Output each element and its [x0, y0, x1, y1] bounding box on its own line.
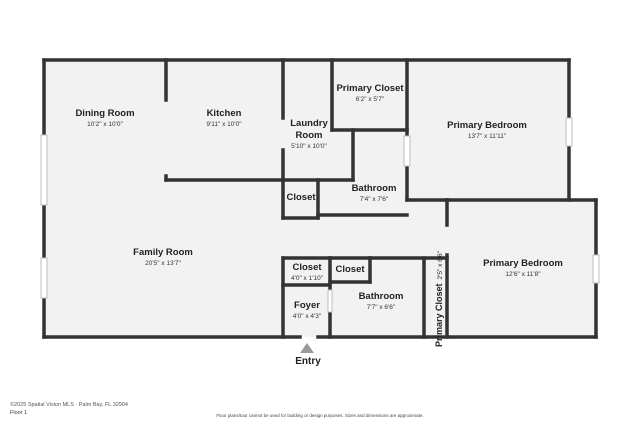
- room-name: Closet: [286, 192, 316, 203]
- room-name: Closet: [292, 262, 322, 273]
- room-dimensions: 20'5" x 13'7": [145, 260, 181, 267]
- floor-area: [44, 60, 596, 337]
- room-primary-bedroom-bottom: Primary Bedroom 12'6" x 11'8": [483, 258, 563, 279]
- walls: [42, 58, 598, 339]
- room-primary-closet-top: Primary Closet 6'2" x 5'7": [336, 83, 403, 104]
- room-primary-bedroom-top: Primary Bedroom 13'7" x 11'11": [447, 120, 527, 141]
- room-dimensions: 4'0" x 1'10": [290, 275, 324, 282]
- room-primary-closet-vertical: Primary Closet 2'5" x 6'6": [429, 249, 444, 349]
- room-laundry: Laundry Room 5'10" x 10'0": [290, 118, 327, 151]
- room-name: Family Room: [133, 247, 193, 258]
- entry-label: Entry: [295, 356, 321, 367]
- room-closet-small: Closet: [335, 264, 364, 276]
- room-name: Bathroom: [351, 183, 397, 194]
- room-dimensions: 6'2" x 5'7": [355, 96, 385, 103]
- room-name: Primary Bedroom: [483, 258, 563, 269]
- room-closet-entry: Closet 4'0" x 1'10": [291, 262, 323, 283]
- room-foyer: Foyer 4'0" x 4'3": [293, 300, 321, 321]
- room-kitchen: Kitchen 9'11" x 10'0": [206, 108, 241, 129]
- room-name: Kitchen: [206, 108, 242, 119]
- room-dimensions: 2'5" x 6'6": [437, 251, 444, 280]
- room-closet-mid: Closet: [286, 192, 315, 204]
- room-name: Foyer: [294, 300, 320, 311]
- room-name: Dining Room: [75, 108, 135, 119]
- room-bathroom-top: Bathroom 7'4" x 7'6": [352, 183, 397, 204]
- room-name-line1: Laundry: [290, 118, 328, 129]
- entry-arrow-icon: [300, 343, 314, 353]
- room-dimensions: 5'10" x 10'0": [291, 143, 327, 150]
- room-dimensions: 7'7" x 6'6": [366, 304, 396, 311]
- room-dimensions: 7'4" x 7'6": [359, 196, 389, 203]
- room-dining: Dining Room 10'2" x 10'0": [75, 108, 134, 129]
- room-dimensions: 10'2" x 10'0": [87, 121, 123, 128]
- room-dimensions: 9'11" x 10'0": [206, 121, 242, 128]
- room-name: Primary Closet: [434, 283, 444, 347]
- room-family: Family Room 20'5" x 13'7": [133, 247, 193, 268]
- room-dimensions: 13'7" x 11'11": [467, 133, 507, 140]
- room-name-line2: Room: [295, 130, 323, 141]
- room-dimensions: 4'0" x 4'3": [292, 313, 322, 320]
- floor-label: Floor 1: [10, 410, 28, 416]
- windows: [40, 117, 600, 313]
- room-name: Primary Closet: [336, 83, 404, 94]
- disclaimer-text: Floor plans/tour cannot be used for buil…: [216, 413, 424, 418]
- room-name: Closet: [335, 264, 365, 275]
- room-dimensions: 12'6" x 11'8": [505, 271, 541, 278]
- room-bathroom-bottom: Bathroom 7'7" x 6'6": [359, 291, 404, 312]
- room-name: Bathroom: [358, 291, 404, 302]
- room-name: Primary Bedroom: [447, 120, 527, 131]
- address-watermark: ©2025 Spatial Vision MLS · Palm Bay, FL …: [10, 402, 128, 408]
